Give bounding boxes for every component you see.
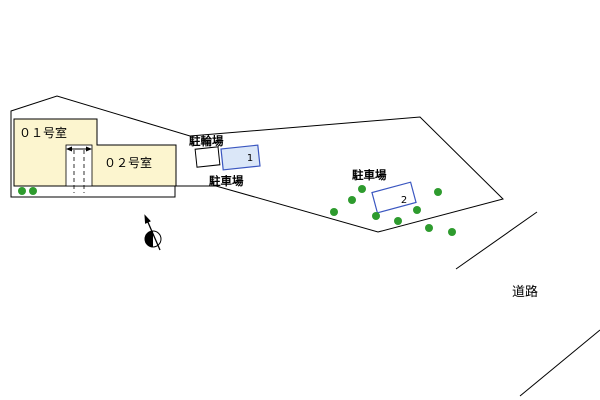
tree-icon [448,228,456,236]
road-label: 道路 [512,284,538,300]
tree-icon [394,217,402,225]
parking-space-2-number: 2 [401,195,407,206]
parking-space-2 [371,181,417,214]
road-edge-line-upper [455,211,538,270]
tree-icon [330,208,338,216]
room-02-label: ０２号室 [104,155,152,170]
tree-icon [425,224,433,232]
tree-icon [29,187,37,195]
tree-icon [413,206,421,214]
parking-1-label: 駐車場 [209,174,244,188]
room-01-label: ０１号室 [19,125,67,140]
trees-group [18,185,456,236]
tree-icon [358,185,366,193]
tree-icon [348,196,356,204]
north-arrow-icon [144,214,162,251]
bicycle-parking-area [194,146,221,168]
parking-space-1 [220,144,261,171]
tree-icon [18,187,26,195]
tree-icon [372,212,380,220]
parking-space-1-number: 1 [247,153,253,164]
parking-2-label: 駐車場 [352,168,387,182]
entrance-corridor [65,144,93,187]
corridor-width-arrow-icon [66,146,92,152]
tree-icon [434,188,442,196]
building-outline [13,118,177,187]
bicycle-parking-label: 駐輪場 [189,134,224,148]
road-edge-line-lower [519,329,600,397]
